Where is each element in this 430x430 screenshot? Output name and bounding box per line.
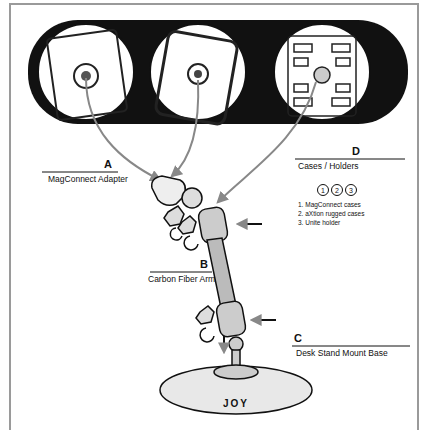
list-item: 3. Unite holder <box>298 219 340 226</box>
part-letter: A <box>104 158 112 170</box>
callout-number: 3 <box>349 187 353 194</box>
callout-circle: 3 <box>345 184 357 196</box>
magconnect-adapter <box>152 176 202 240</box>
case-circle <box>274 24 370 120</box>
part-letter: D <box>352 145 360 157</box>
pointer-line <box>172 80 198 176</box>
part-name: Carbon Fiber Arm <box>148 275 215 284</box>
part-letter: C <box>294 332 302 344</box>
magconnect-case <box>47 29 128 120</box>
direction-arrow <box>223 336 225 352</box>
desk-stand-base <box>160 350 312 414</box>
callout-circle: 2 <box>331 184 343 196</box>
part-name: Desk Stand Mount Base <box>296 349 388 358</box>
direction-arrow <box>238 223 262 225</box>
part-letter: B <box>200 258 208 270</box>
pointer-line <box>86 78 160 180</box>
label-rule <box>292 346 410 347</box>
part-name: Cases / Holders <box>298 162 358 171</box>
unite-holder <box>288 36 356 116</box>
label-rule <box>150 272 212 273</box>
part-name: MagConnect Adapter <box>48 175 128 184</box>
list-item: 1. MagConnect cases <box>298 201 361 208</box>
label-rule <box>295 159 405 160</box>
callout-number: 2 <box>335 187 339 194</box>
callout-circle: 1 <box>317 184 329 196</box>
page-frame <box>10 4 418 430</box>
case-circle <box>38 24 134 120</box>
pointer-line <box>218 82 316 202</box>
list-item: 2. aXtion rugged cases <box>298 210 365 217</box>
brand-mark: JOY <box>223 398 249 409</box>
label-rule <box>42 172 118 173</box>
callout-number: 1 <box>321 187 325 194</box>
direction-arrow <box>252 319 276 321</box>
photo-band <box>28 20 408 124</box>
rugged-case <box>155 30 239 125</box>
